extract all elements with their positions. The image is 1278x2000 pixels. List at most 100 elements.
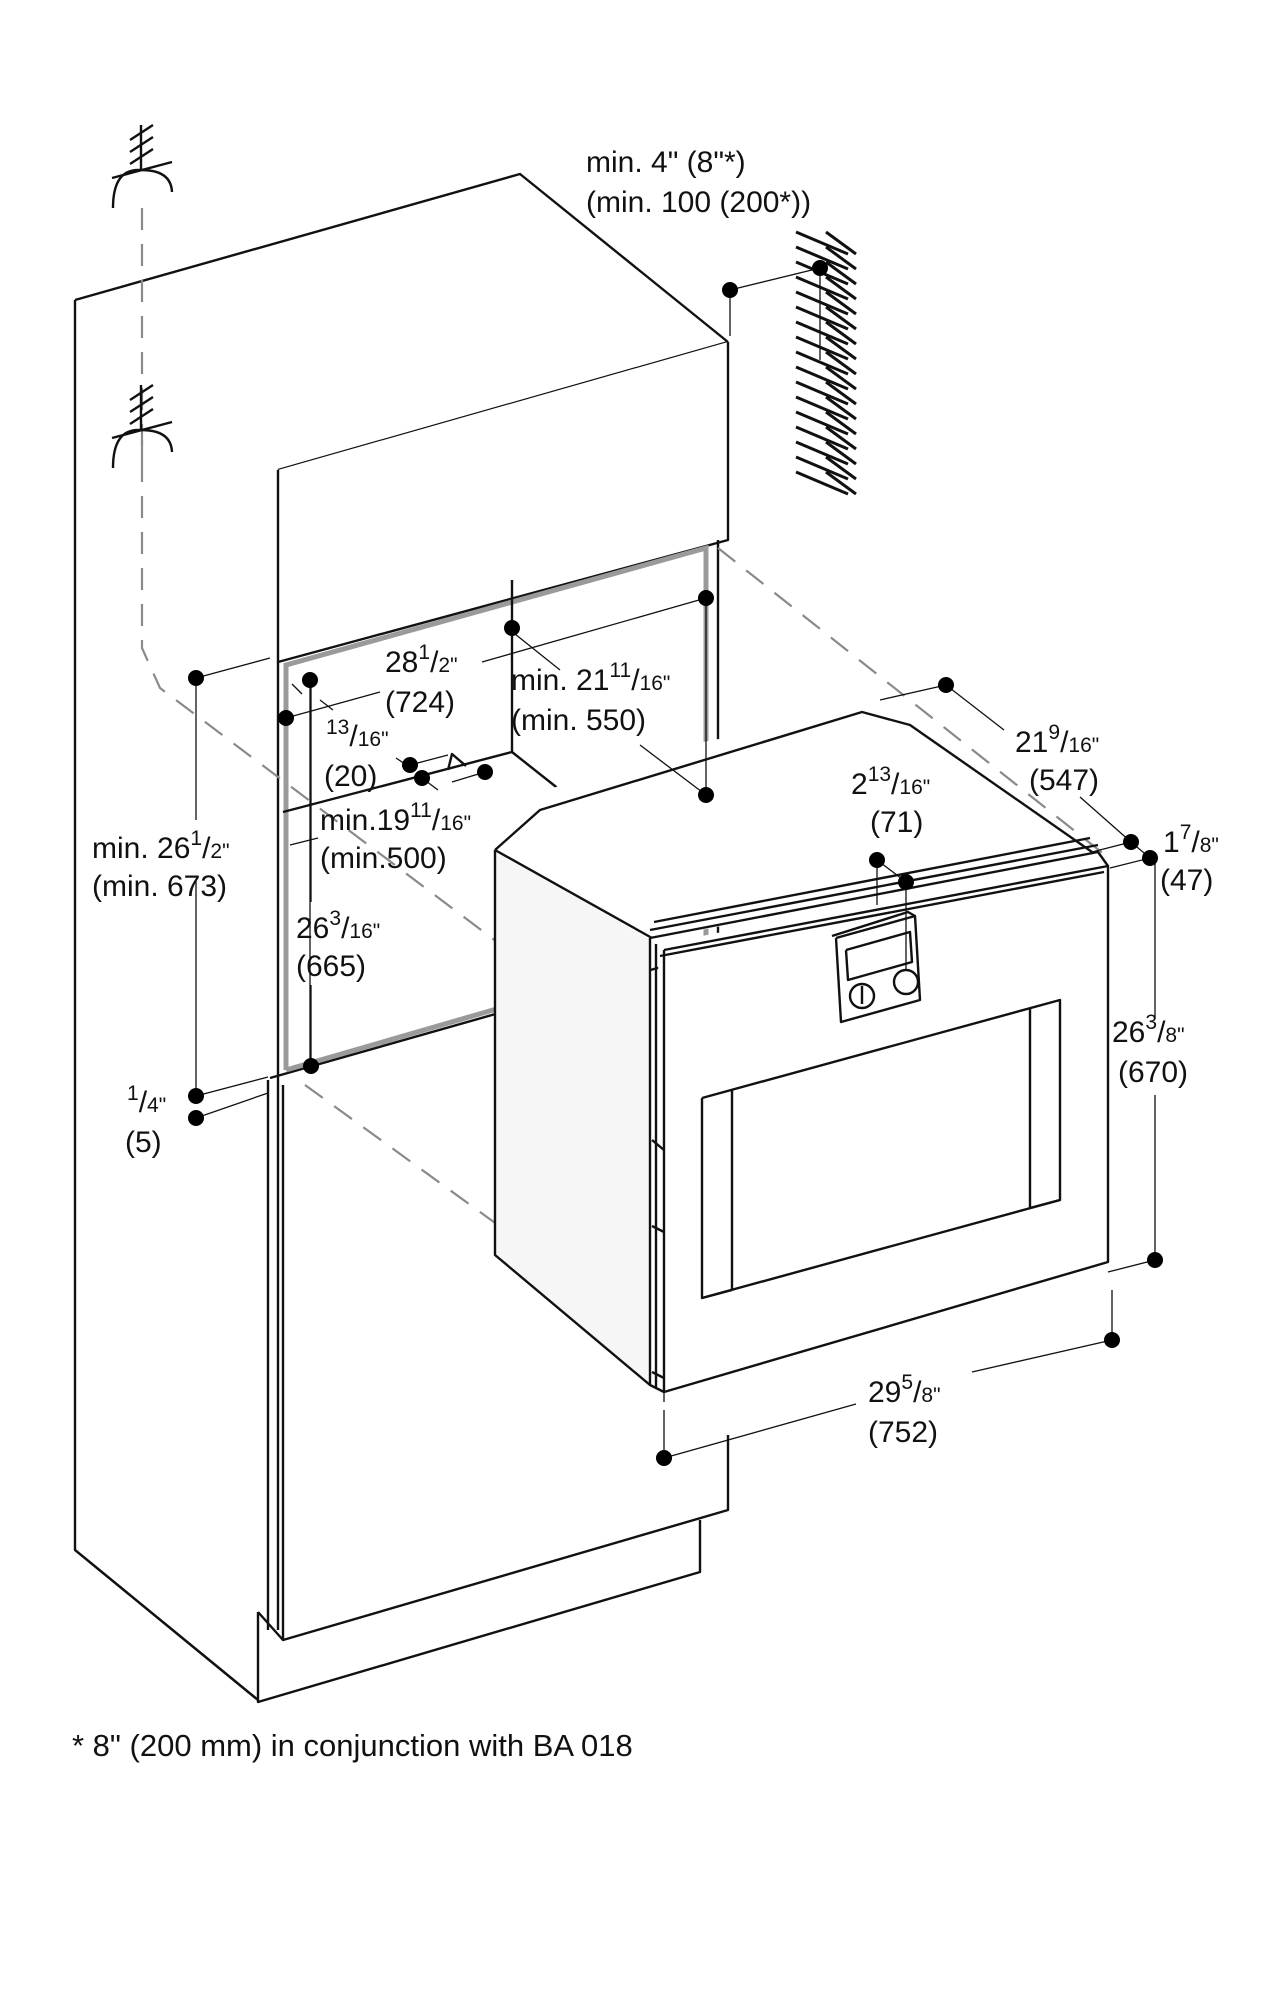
unit: "	[381, 728, 388, 751]
front-height-num: 3	[1145, 1011, 1157, 1034]
niche-depth-num: 11	[609, 659, 631, 682]
hatch-line	[825, 260, 857, 286]
hatch-line	[795, 380, 849, 406]
dimension-point	[898, 874, 914, 890]
niche-height-den: 2	[210, 840, 222, 863]
unit: "	[373, 920, 380, 943]
hatch-line	[825, 335, 857, 361]
niche-width-mm: (724)	[385, 686, 455, 719]
svg-text:min.1911/16": min.1911/16"	[320, 799, 471, 837]
niche-width-whole: 28	[385, 646, 418, 679]
hatch-line	[825, 425, 857, 451]
dimension-point	[722, 282, 738, 298]
side-offset-mm: (20)	[324, 760, 377, 793]
dimension-point	[698, 590, 714, 606]
hatch-line	[825, 470, 857, 496]
hatch-line	[825, 305, 857, 331]
control-offset-whole: 2	[851, 768, 868, 801]
dimension-point	[812, 260, 828, 276]
hatch-line	[795, 440, 849, 466]
unit: "	[464, 812, 471, 835]
dimension-point	[656, 1450, 672, 1466]
electrical-connection-icon	[111, 123, 174, 209]
hatch-line	[795, 395, 849, 421]
body-height-mm: (665)	[296, 950, 366, 983]
shelf-depth-den: 16	[440, 812, 463, 835]
svg-text:213/16": 213/16"	[851, 763, 930, 801]
unit: "	[1177, 1024, 1184, 1047]
hatch-line	[825, 455, 857, 481]
unit: "	[663, 672, 670, 695]
niche-depth-mm: (min. 550)	[511, 704, 646, 737]
front-width-mm: (752)	[868, 1416, 938, 1449]
niche-height-prefix: min. 26	[92, 832, 190, 865]
dimension-point	[188, 1088, 204, 1104]
hatch-line	[825, 230, 857, 256]
dimension-point	[477, 764, 493, 780]
unit: "	[1211, 834, 1218, 857]
control-offset-mm: (71)	[870, 806, 923, 839]
oven-depth-den: 16	[1068, 734, 1091, 757]
hatch-line	[825, 380, 857, 406]
dimension-lines	[195, 267, 1156, 1459]
label-top-clearance: min. 4" (8"*) (min. 100 (200*))	[586, 146, 811, 219]
label-oven-depth: 219/16" (547)	[1015, 721, 1099, 797]
dimension-point	[188, 1110, 204, 1126]
label-door-thickness: 17/8" (47)	[1160, 821, 1219, 897]
top-clearance-line1: min. 4" (8"*)	[586, 146, 746, 179]
svg-text:13/16": 13/16"	[326, 716, 389, 753]
unit: "	[222, 840, 229, 863]
dimension-point	[414, 770, 430, 786]
base-gap-mm: (5)	[125, 1126, 162, 1159]
label-oven-body-height: 263/16" (665)	[296, 907, 380, 983]
hatch-line	[825, 440, 857, 466]
hatch-line	[795, 455, 849, 481]
control-offset-den: 16	[899, 776, 922, 799]
body-height-den: 16	[349, 920, 372, 943]
front-width-den: 8	[921, 1384, 933, 1407]
svg-text:281/2": 281/2"	[385, 641, 458, 679]
dimension-point	[278, 710, 294, 726]
hatch-line	[795, 350, 849, 376]
label-control-offset: 213/16" (71)	[851, 763, 930, 839]
svg-text:263/16": 263/16"	[296, 907, 380, 945]
hatch-line	[795, 230, 849, 256]
niche-height-num: 1	[190, 827, 202, 850]
control-knob-icon	[848, 982, 876, 1010]
unit: "	[1092, 734, 1099, 757]
oven-appliance	[493, 710, 1110, 1402]
cabinet-side	[75, 300, 278, 1700]
svg-text:295/8": 295/8"	[868, 1371, 941, 1409]
unit: "	[923, 776, 930, 799]
hatch-line	[825, 290, 857, 316]
label-base-gap: 1/4" (5)	[125, 1082, 166, 1159]
front-height-whole: 26	[1112, 1016, 1145, 1049]
dimension-point	[1104, 1332, 1120, 1348]
control-offset-num: 13	[868, 763, 891, 786]
body-height-num: 3	[329, 907, 341, 930]
label-front-height: 263/8" (670)	[1112, 1011, 1188, 1089]
oven-depth-mm: (547)	[1029, 764, 1099, 797]
svg-text:min. 261/2": min. 261/2"	[92, 827, 230, 865]
svg-text:219/16": 219/16"	[1015, 721, 1099, 759]
oven-depth-num: 9	[1048, 721, 1060, 744]
hatch-line	[795, 365, 849, 391]
door-thickness-num: 7	[1180, 821, 1192, 844]
dimension-point	[1142, 850, 1158, 866]
hatch-line	[795, 275, 849, 301]
dimension-points	[188, 260, 1163, 1466]
base-gap-den: 4	[147, 1094, 159, 1117]
front-width-num: 5	[901, 1371, 913, 1394]
dimension-point	[188, 670, 204, 686]
label-niche-width: 281/2" (724)	[385, 641, 458, 719]
dimension-point	[938, 677, 954, 693]
oven-depth-whole: 21	[1015, 726, 1048, 759]
dimension-point	[302, 672, 318, 688]
niche-height-mm: (min. 673)	[92, 870, 227, 903]
body-height-whole: 26	[296, 912, 329, 945]
dimension-point	[402, 757, 418, 773]
label-front-width: 295/8" (752)	[868, 1371, 941, 1449]
cabinet-top	[75, 174, 728, 470]
hatch-line	[795, 410, 849, 436]
